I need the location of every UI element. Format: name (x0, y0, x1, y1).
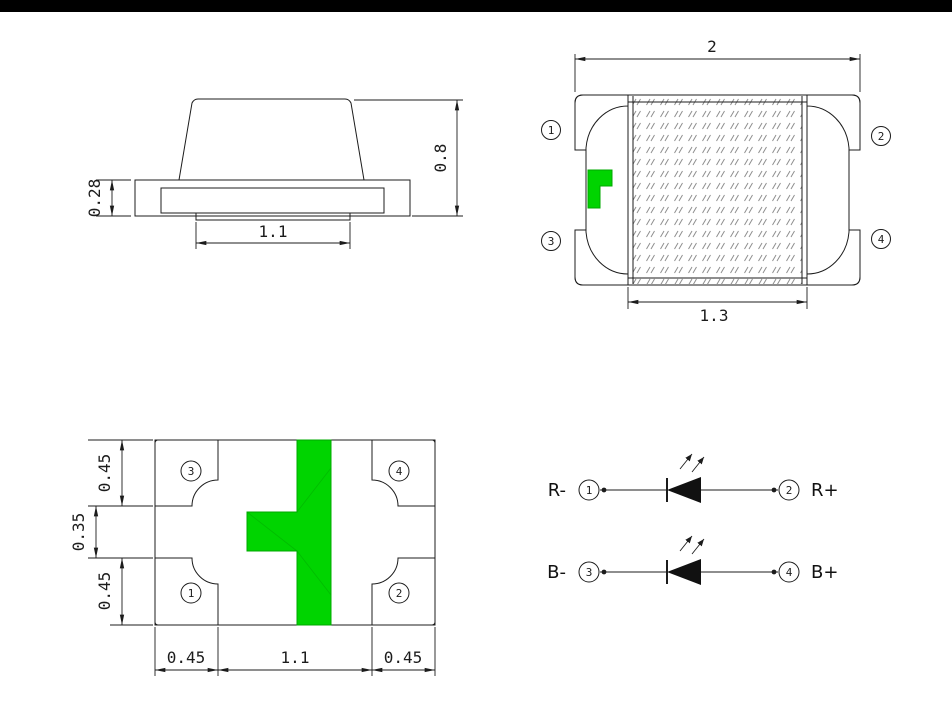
red-anode-label: R+ (811, 480, 839, 501)
pin-circle (388, 460, 410, 482)
polarity-mark (587, 169, 613, 209)
blue-anode-label: B+ (811, 562, 838, 583)
terminal-pad-top-right (806, 94, 861, 151)
dim-pad-height-bottom-label: 0.45 (95, 572, 114, 611)
circuit-schematic: R- 1 2 R+ B- 3 (547, 453, 839, 585)
pin-number: 2 (786, 484, 793, 497)
solder-pad-bottom-left (154, 557, 219, 626)
dim-overall-width: 2 (574, 37, 861, 92)
terminal-pad-bottom-left (574, 229, 629, 286)
wire-node (771, 569, 777, 575)
pin-number: 1 (548, 124, 555, 137)
dim-pad-height-top-label: 0.45 (95, 454, 114, 493)
dim-base-width: 1.1 (195, 222, 351, 249)
dim-pad-width-left-label: 0.45 (167, 648, 206, 667)
red-led-row: R- 1 2 R+ (548, 453, 839, 503)
pin-callout-2: 2 (871, 126, 891, 146)
emission-arrow (679, 535, 693, 552)
base-foot (195, 212, 351, 221)
pin-circle (388, 582, 410, 604)
light-emission-arrows (679, 453, 705, 473)
dim-pad-widths: 0.45 1.1 0.45 (154, 627, 436, 676)
terminal-pad-top-left (574, 94, 629, 151)
dim-pad-width-right-label: 0.45 (384, 648, 423, 667)
dim-body-center-label: 1.1 (281, 648, 310, 667)
dim-overall-width-label: 2 (707, 37, 717, 56)
pin-callout-3: 3 (541, 231, 561, 251)
pin-circle (778, 479, 800, 501)
pin-number: 3 (548, 235, 555, 248)
pin-circle (578, 561, 600, 583)
wire-node (771, 487, 777, 493)
dim-lens-width-label: 1.3 (700, 306, 729, 325)
lens-dome (178, 98, 365, 181)
green-center-mark (246, 439, 332, 626)
pin-circle (578, 479, 600, 501)
pin-number: 4 (878, 233, 885, 246)
substrate (160, 187, 385, 214)
diode-triangle (667, 477, 701, 503)
dim-base-width-label: 1.1 (259, 222, 288, 241)
flange (134, 179, 411, 217)
top-bar (0, 0, 952, 12)
diode-triangle (667, 559, 701, 585)
side-view: 0.28 0.8 1.1 (85, 98, 463, 249)
pin-number: 4 (396, 465, 403, 478)
solder-pad-top-right (371, 439, 436, 507)
dim-pad-gap-label: 0.35 (69, 513, 88, 552)
pin-callout-2: 2 (388, 582, 410, 604)
dim-total-height-label: 0.8 (431, 144, 450, 173)
pin-callout-4: 4 (871, 229, 891, 249)
led-symbol (666, 535, 705, 585)
pin-circle (541, 231, 561, 251)
top-view: 1 2 3 4 2 1.3 (541, 37, 891, 325)
led-symbol (666, 453, 705, 503)
pin-callout-4: 4 (388, 460, 410, 482)
pin-number: 1 (586, 484, 593, 497)
dim-lens-width: 1.3 (627, 287, 808, 325)
dim-pad-heights: 0.45 0.35 0.45 (69, 439, 153, 626)
pin-circle (871, 126, 891, 146)
pin-callout-1: 1 (180, 582, 202, 604)
pin-callout-3: 3 (180, 460, 202, 482)
pin-circle (180, 460, 202, 482)
pin-number: 3 (188, 465, 195, 478)
pin-number: 3 (586, 566, 593, 579)
dim-flange-height-label: 0.28 (85, 179, 104, 218)
solder-pad-top-left (154, 439, 219, 507)
emission-arrow (691, 538, 705, 555)
pin-number: 2 (396, 587, 403, 600)
lens-area (633, 96, 802, 284)
terminal-pad-bottom-right (806, 229, 861, 286)
solder-pad-bottom-right (371, 557, 436, 626)
pin-number: 1 (188, 587, 195, 600)
pin-circle (541, 120, 561, 140)
pin-circle (180, 582, 202, 604)
emission-arrow (691, 456, 705, 473)
blue-led-row: B- 3 4 B+ (547, 535, 838, 585)
pin-callout-1: 1 (541, 120, 561, 140)
pin-circle (871, 229, 891, 249)
pin-number: 4 (786, 566, 793, 579)
dim-total-height: 0.8 (354, 99, 463, 217)
green-mark-facet-lines (246, 467, 332, 596)
dim-flange-height: 0.28 (85, 179, 131, 218)
body-outline (154, 439, 436, 626)
pin-number: 2 (878, 130, 885, 143)
pin-circle (778, 561, 800, 583)
bottom-view: 3 4 1 2 0.45 0.35 0.45 (69, 439, 436, 676)
blue-cathode-label: B- (547, 562, 566, 583)
light-emission-arrows (679, 535, 705, 555)
red-cathode-label: R- (548, 480, 566, 501)
emission-arrow (679, 453, 693, 470)
